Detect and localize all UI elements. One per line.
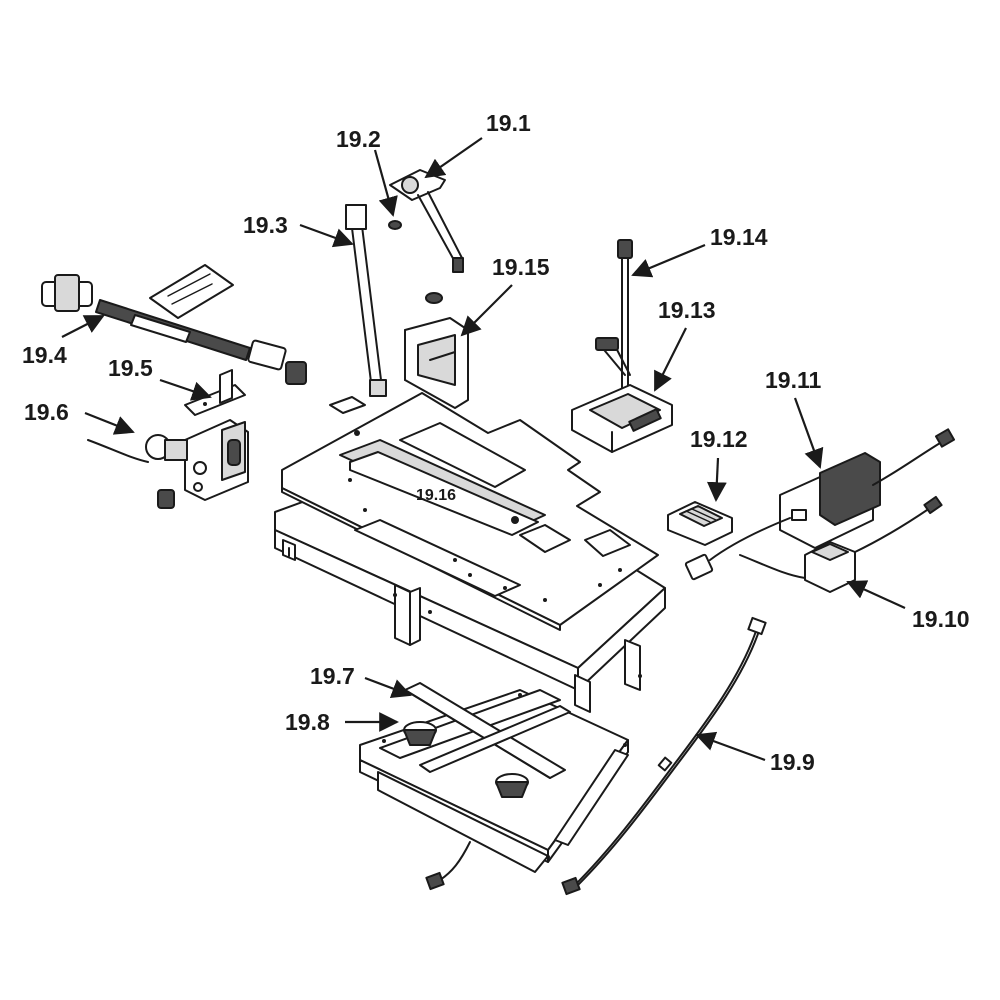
arrow-19-1 [424,137,483,179]
label-19-4: 19.4 [22,342,67,368]
label-19-11: 19.11 [765,367,821,393]
burner-tray-assembly [359,682,629,891]
arrow-19-5 [159,378,212,401]
main-frame-assembly [274,392,666,713]
part-19-15-valve-bracket [404,317,469,409]
label-19-5: 19.5 [108,355,153,381]
label-19-15: 19.15 [492,254,550,280]
label-19-12: 19.12 [690,426,748,452]
part-19-13-control-module [571,384,673,453]
arrow-19-9 [695,731,766,762]
label-19-1: 19.1 [486,110,531,136]
arrow-19-15 [460,284,513,337]
label-19-14: 19.14 [710,224,768,250]
part-19-5-bracket [184,369,246,416]
part-19-6-gas-valve [87,419,249,509]
part-19-11-receiver [684,428,956,581]
label-19-10: 19.10 [912,606,970,632]
arrow-19-10 [846,580,906,610]
arrow-19-2 [373,149,398,217]
label-19-13: 19.13 [658,297,716,323]
arrow-19-6 [84,411,135,435]
label-19-3: 19.3 [243,212,288,238]
arrow-19-12 [706,457,727,502]
part-19-10-adapter [739,495,943,593]
part-19-4-gas-hose [41,264,307,385]
label-19-16: 19.16 [416,487,456,504]
part-labels: 19.1 19.2 19.3 19.4 19.5 19.6 19.7 19.8 … [22,110,970,775]
label-19-6: 19.6 [24,399,69,425]
part-19-1-igniter-bracket [389,169,464,304]
part-19-12-battery-holder [667,501,733,546]
arrow-19-11 [793,397,824,469]
part-19-3-pilot-tube [345,204,387,397]
arrow-19-14 [631,243,706,278]
leader-arrows [61,137,906,762]
arrow-19-3 [299,223,354,248]
label-19-2: 19.2 [336,126,381,152]
part-19-14-wire-harness [595,239,633,396]
part-19-2-nut [388,220,402,230]
arrow-19-13 [654,327,687,392]
label-19-8: 19.8 [285,709,330,735]
part-19-9-cable [561,616,767,896]
arrow-19-7 [364,676,412,698]
arrow-19-4 [61,315,105,338]
label-19-7: 19.7 [310,663,355,689]
label-19-9: 19.9 [770,749,815,775]
